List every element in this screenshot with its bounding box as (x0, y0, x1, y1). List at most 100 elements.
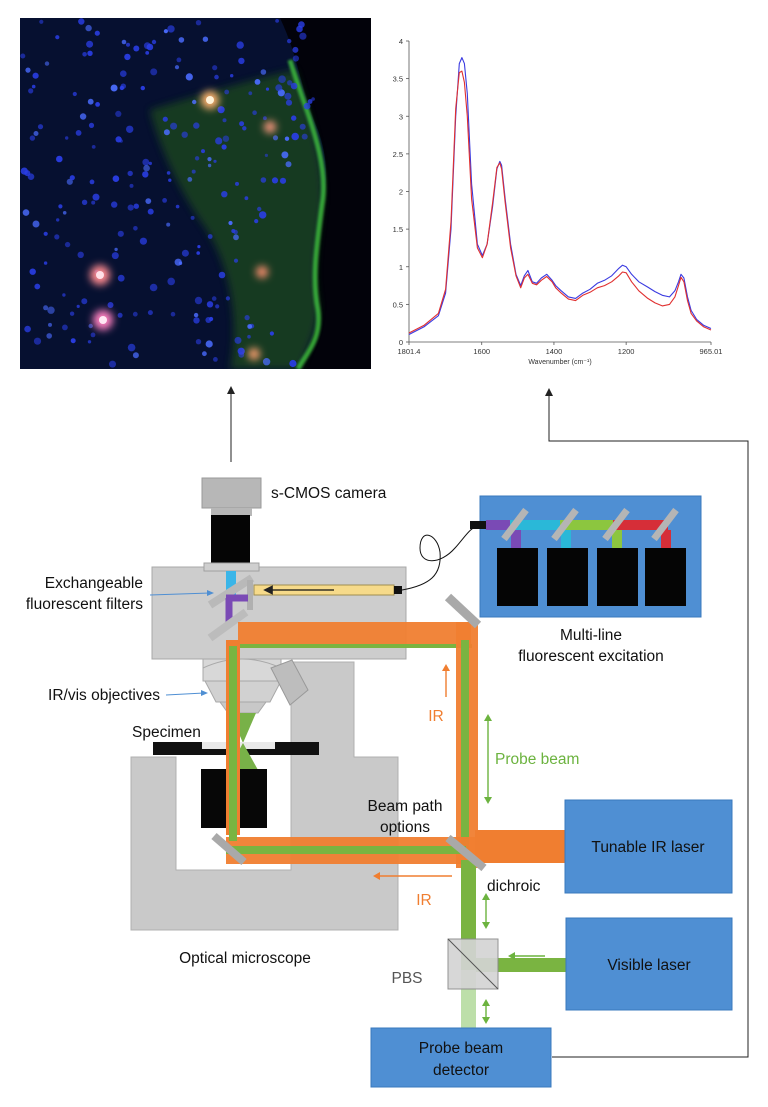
nucleus-dot (107, 302, 114, 308)
visible-laser-box (565, 917, 733, 1011)
nucleus-dot (142, 171, 149, 178)
nucleus-dot (292, 46, 299, 53)
nucleus-dot (115, 136, 122, 143)
nucleus-dot (43, 261, 48, 265)
nucleus-dot (230, 74, 234, 78)
nucleus-dot (46, 333, 52, 339)
nucleus-dot (263, 116, 267, 121)
nucleus-dot (22, 209, 30, 216)
x-tick-label: 1200 (618, 347, 635, 356)
nucleus-dot (221, 191, 228, 198)
nucleus-dot (37, 124, 44, 130)
fluorescence-image (20, 18, 371, 369)
nucleus-dot (88, 323, 93, 329)
nucleus-dot (271, 177, 279, 184)
nucleus-dot (126, 42, 130, 47)
y-tick-label: 4 (399, 37, 403, 46)
mirror-bottom-left (211, 832, 247, 866)
nucleus-dot (195, 20, 202, 26)
nucleus-dot (291, 132, 300, 141)
nucleus-dot (301, 133, 308, 140)
nucleus-dot (218, 271, 226, 279)
nucleus-dot (215, 137, 223, 145)
nucleus-dot (291, 115, 297, 121)
detector-label-line1: Probe beam (419, 1040, 503, 1057)
nucleus-dot (181, 131, 188, 138)
nucleus-dot (120, 70, 127, 77)
nucleus-dot (275, 19, 279, 23)
nucleus-dot (124, 53, 131, 61)
nucleus-dot (24, 325, 31, 333)
nucleus-dot (285, 161, 292, 168)
pbs-label: PBS (391, 970, 422, 987)
nucleus-dot (197, 245, 201, 249)
nucleus-dot (121, 39, 127, 45)
nucleus-dot (162, 198, 168, 203)
nucleus-dot (178, 37, 185, 43)
nucleus-dot (190, 215, 195, 220)
x-axis-label: Wavenumber (cm⁻¹) (528, 359, 591, 366)
nucleus-dot (39, 19, 44, 24)
nucleus-dot (228, 220, 233, 226)
nucleus-dot (112, 175, 120, 182)
nucleus-dot (299, 32, 307, 40)
ir-beam-input (475, 830, 565, 863)
nucleus-dot (133, 226, 138, 231)
nucleus-dot (139, 237, 147, 245)
nucleus-dot (111, 252, 119, 260)
nucleus-dot (260, 177, 267, 183)
spectrum-axes (406, 40, 712, 345)
nucleus-dot (115, 110, 122, 117)
nucleus-dot (72, 91, 77, 97)
y-tick-label: 3.5 (393, 75, 403, 84)
x-tick-label: 1600 (473, 347, 490, 356)
nucleus-dot (127, 343, 136, 352)
nucleus-dot (79, 113, 87, 120)
dichroic-mirror (445, 834, 487, 872)
nucleus-dot (287, 80, 293, 86)
nucleus-dot (143, 42, 151, 50)
visible-laser-label: Visible laser (607, 957, 690, 974)
nucleus-dot (194, 156, 200, 161)
nucleus-dot (185, 73, 193, 81)
nucleus-dot (196, 251, 200, 255)
nucleus-dot (217, 106, 225, 114)
nucleus-dot (187, 177, 193, 182)
nucleus-dot (170, 122, 178, 130)
nucleus-dot (272, 135, 279, 141)
nucleus-dot (170, 311, 176, 317)
nucleus-dot (91, 145, 96, 149)
nucleus-dot (33, 337, 42, 345)
nucleus-dot (163, 129, 170, 136)
spectrum-series-line-2 (408, 70, 712, 334)
nucleus-dot (85, 24, 92, 32)
bright-spot-cores (96, 96, 214, 324)
nucleus-dot (201, 149, 205, 154)
y-tick-label: 2 (399, 188, 403, 197)
nucleus-dot (207, 157, 212, 162)
nucleus-dot (43, 231, 48, 236)
nucleus-dot (303, 102, 311, 110)
nucleus-dot (292, 55, 299, 62)
nucleus-dot (235, 181, 239, 186)
nucleus-dot (264, 153, 268, 157)
nucleus-dot (207, 234, 213, 239)
nucleus-dot (259, 211, 267, 219)
nucleus-dot (87, 50, 93, 56)
objectives-label: IR/vis objectives (48, 687, 160, 704)
nucleus-dot (248, 91, 253, 96)
nucleus-dot (247, 324, 253, 329)
nucleus-dot (202, 36, 209, 42)
nucleus-dot (257, 206, 262, 212)
nucleus-dot (167, 25, 175, 33)
nucleus-dot (167, 277, 175, 286)
dichroic-label: dichroic (487, 878, 541, 895)
nucleus-dot (86, 40, 94, 48)
nucleus-dot (147, 208, 154, 215)
nucleus-dot (281, 151, 289, 159)
spectrum-series (408, 57, 712, 335)
nucleus-dot (275, 84, 283, 92)
nucleus-dot (193, 317, 200, 324)
nucleus-dot (178, 261, 183, 265)
